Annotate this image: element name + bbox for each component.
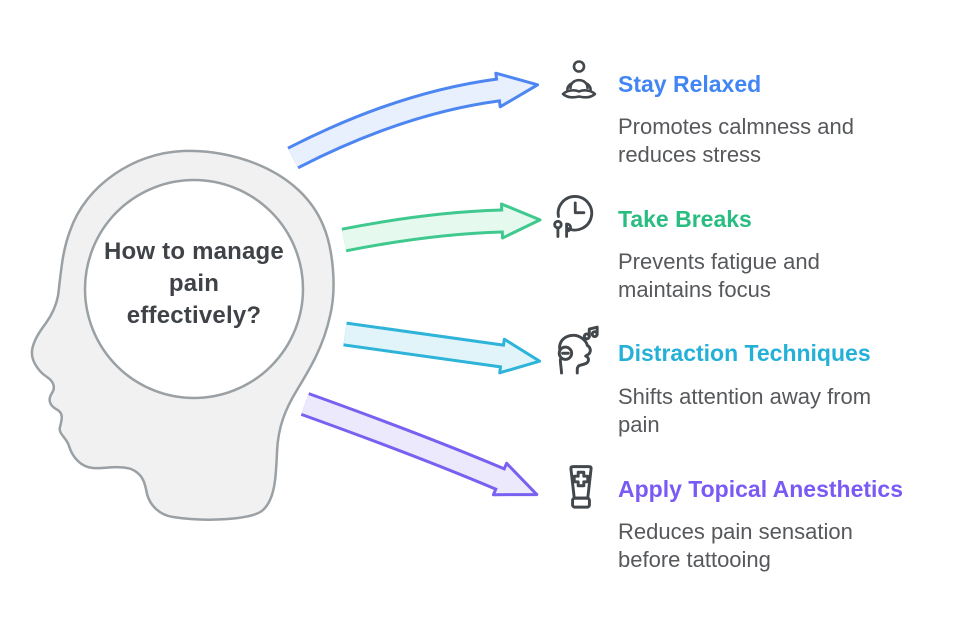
meditation-icon	[555, 57, 603, 105]
item-title-stay-relaxed: Stay Relaxed	[618, 71, 762, 97]
desc-line: pain	[618, 412, 660, 437]
music-listening-icon	[548, 324, 602, 378]
desc-line: Promotes calmness and	[618, 114, 854, 139]
question-line: pain	[168, 270, 220, 297]
ointment-tube-icon	[554, 461, 608, 515]
desc-line: maintains focus	[618, 277, 771, 302]
arrow-distraction-techniques	[343, 321, 542, 375]
brain-circle	[83, 178, 305, 400]
item-desc-apply-topical-anesthetics: Reduces pain sensation before tattooing	[618, 518, 948, 574]
question-line: How to manage	[104, 238, 284, 265]
item-desc-stay-relaxed: Promotes calmness and reduces stress	[618, 113, 948, 169]
break-clock-icon	[546, 191, 598, 243]
arrow-stay-relaxed	[287, 71, 540, 170]
item-title-distraction-techniques: Distraction Techniques	[618, 340, 871, 366]
question-text: How to manage pain effectively?	[79, 236, 309, 332]
desc-line: reduces stress	[618, 142, 762, 167]
item-title-apply-topical-anesthetics: Apply Topical Anesthetics	[618, 476, 903, 502]
item-title-take-breaks: Take Breaks	[618, 206, 752, 232]
desc-line: before tattooing	[618, 547, 771, 572]
question-line: effectively?	[126, 302, 262, 329]
desc-line: Shifts attention away from	[618, 384, 872, 409]
arrow-apply-topical-anesthetics	[300, 392, 539, 497]
desc-line: Reduces pain sensation	[618, 519, 853, 544]
arrow-take-breaks	[341, 202, 542, 253]
item-desc-take-breaks: Prevents fatigue and maintains focus	[618, 248, 948, 304]
desc-line: Prevents fatigue and	[618, 249, 820, 274]
item-desc-distraction-techniques: Shifts attention away from pain	[618, 383, 948, 439]
